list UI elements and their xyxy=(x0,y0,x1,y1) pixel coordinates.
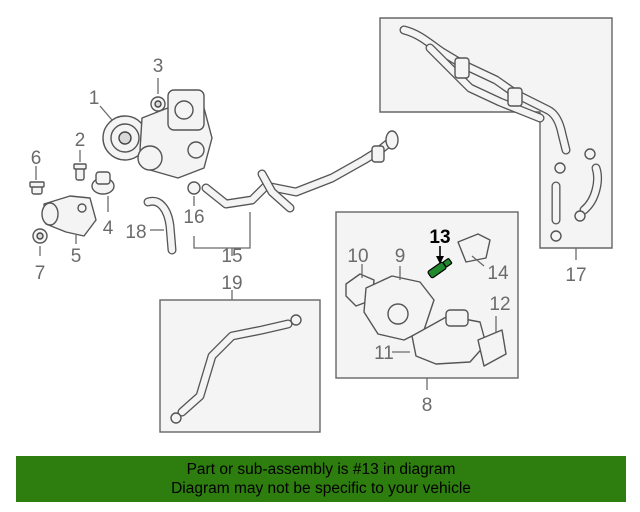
part-3-nut[interactable] xyxy=(150,96,166,112)
part-16-gasket[interactable] xyxy=(187,181,201,195)
callout-8: 8 xyxy=(422,395,433,416)
part-7-cap[interactable] xyxy=(32,228,48,244)
part-17-group[interactable] xyxy=(379,17,613,249)
part-6-bolt[interactable] xyxy=(29,181,45,195)
part-12-bracket xyxy=(477,329,507,367)
part-8-group[interactable] xyxy=(335,211,519,379)
callout-17: 17 xyxy=(565,265,586,286)
part-18-hose[interactable] xyxy=(143,196,177,255)
callout-12: 12 xyxy=(489,294,510,315)
part-14-connector xyxy=(457,233,491,263)
banner-line-1: Part or sub-assembly is #13 in diagram xyxy=(186,461,456,478)
callout-18: 18 xyxy=(125,222,146,243)
part-19-group[interactable] xyxy=(159,299,321,433)
part-5-water-outlet[interactable] xyxy=(41,195,97,237)
callout-13: 13 xyxy=(429,227,450,248)
callout-15: 15 xyxy=(221,246,242,267)
callout-3: 3 xyxy=(153,56,164,77)
callout-6: 6 xyxy=(31,148,42,169)
part-15-water-pipe[interactable] xyxy=(201,130,399,213)
parts-diagram: 17 1 3 2 6 5 7 xyxy=(29,17,613,433)
callout-9: 9 xyxy=(395,246,406,267)
info-banner: Part or sub-assembly is #13 in diagram D… xyxy=(16,456,626,502)
callout-5: 5 xyxy=(71,246,82,267)
callout-4: 4 xyxy=(103,218,114,239)
callout-10: 10 xyxy=(347,246,368,267)
callout-16: 16 xyxy=(183,207,204,228)
banner-line-2: Diagram may not be specific to your vehi… xyxy=(171,480,471,497)
part-1-water-pump[interactable] xyxy=(102,89,213,179)
callout-7: 7 xyxy=(35,263,46,284)
part-13-temperature-sensor[interactable] xyxy=(427,258,453,279)
callout-1: 1 xyxy=(89,88,100,109)
callout-11: 11 xyxy=(374,343,394,364)
part-2-bolt[interactable] xyxy=(73,163,87,181)
callout-2: 2 xyxy=(75,130,86,151)
callout-14: 14 xyxy=(487,263,509,284)
part-4-thermostat[interactable] xyxy=(91,171,115,195)
callout-19: 19 xyxy=(221,273,242,294)
